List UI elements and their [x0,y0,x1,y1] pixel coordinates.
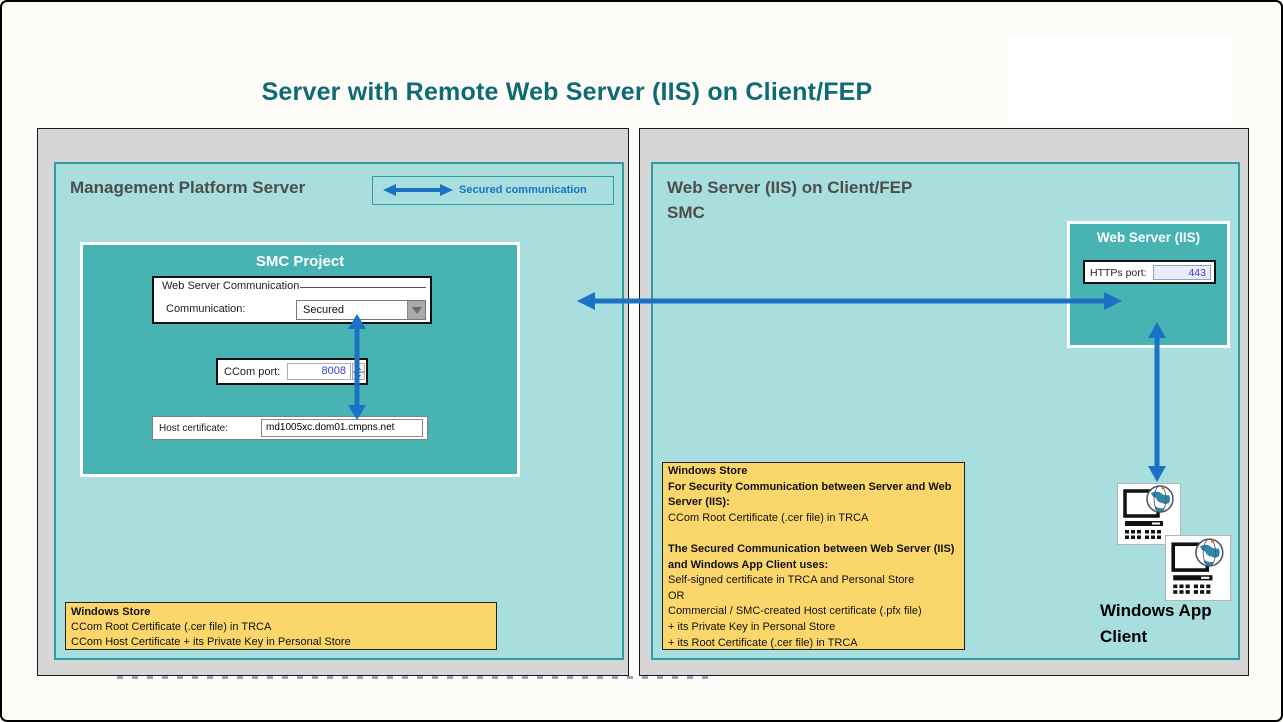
double-arrow-icon [383,184,453,196]
workstation-icon [1117,483,1181,545]
https-port-label: HTTPs port: [1090,267,1147,279]
note-spacer [668,526,959,542]
web-server-client-inner: Web Server (IIS) on Client/FEP SMC Web S… [651,162,1240,660]
clipped-footer-text-fragments [117,676,714,679]
windows-app-client-label: Windows App Client [1100,598,1212,650]
host-certificate-panel: Host certificate: md1005xc.dom01.cmpns.n… [152,416,428,440]
secured-arrow-vertical-smc [348,314,366,420]
group-title: Web Server Communication [160,280,302,292]
management-platform-server-panel: Management Platform Server Secured commu… [37,128,629,676]
left-panel-heading: Management Platform Server [70,178,306,197]
web-server-iis-title: Web Server (IIS) [1096,230,1201,245]
note-title: Windows Store [71,606,151,618]
group-rule [300,287,426,288]
note-line: CCom Host Certificate + its Private Key … [71,636,351,648]
https-port-input[interactable]: 443 [1153,265,1211,280]
note-line: CCom Root Certificate (.cer file) in TRC… [668,511,869,524]
host-certificate-label: Host certificate: [159,423,228,434]
note-line: Commercial / SMC-created Host certificat… [668,605,922,618]
host-certificate-input[interactable]: md1005xc.dom01.cmpns.net [261,419,423,437]
note-line: + its Root Certificate (.cer file) in TR… [668,636,858,649]
ccom-port-label: CCom port: [224,366,281,378]
note-line: + its Private Key in Personal Store [668,620,836,633]
note-section2-heading: The Secured Communication between Web Se… [668,542,955,571]
right-heading-line2: SMC [667,203,705,222]
web-server-iis-box: Web Server (IIS) HTTPs port: 443 [1067,221,1230,348]
dropdown-button[interactable] [407,301,425,319]
secured-communication-legend: Secured communication [372,176,614,205]
note-line: CCom Root Certificate (.cer file) in TRC… [71,621,272,633]
legend-label: Secured communication [459,184,587,196]
web-server-communication-group: Web Server Communication Communication: … [152,276,432,324]
note-title: Windows Store [668,465,748,477]
client-label-line1: Windows App [1100,601,1212,620]
blank-white-box [1009,35,1233,125]
note-line: Self-signed certificate in TRCA and Pers… [668,574,915,587]
right-panel-heading: Web Server (IIS) on Client/FEP SMC [667,175,912,225]
https-port-panel: HTTPs port: 443 [1083,260,1216,284]
smc-project-box: SMC Project Web Server Communication Com… [80,242,520,477]
secured-arrow-server-to-webserver [577,292,1122,310]
secured-arrow-webserver-to-client [1148,322,1166,482]
communication-value: Secured [303,304,344,316]
computer-globe-icon [1123,485,1174,539]
left-windows-store-note: Windows Store CCom Root Certificate (.ce… [65,602,497,650]
communication-label: Communication: [166,303,246,315]
note-line: OR [668,589,685,602]
client-label-line2: Client [1100,627,1148,646]
right-heading-line1: Web Server (IIS) on Client/FEP [667,178,913,197]
ccom-port-input[interactable]: 8008 [287,363,351,380]
ccom-port-panel: CCom port: 8008 [216,358,368,385]
computer-globe-icon [1171,538,1224,594]
communication-dropdown[interactable]: Secured [296,300,426,320]
smc-project-title: SMC Project [255,253,345,270]
note-section1-heading: For Security Communication between Serve… [668,480,952,509]
chevron-down-icon [412,307,422,314]
web-server-client-panel: Web Server (IIS) on Client/FEP SMC Web S… [639,128,1249,676]
page-title: Server with Remote Web Server (IIS) on C… [261,78,873,106]
right-windows-store-note: Windows Store For Security Communication… [662,462,965,650]
management-platform-server-inner: Management Platform Server Secured commu… [54,162,624,660]
workstation-icon [1165,535,1231,601]
